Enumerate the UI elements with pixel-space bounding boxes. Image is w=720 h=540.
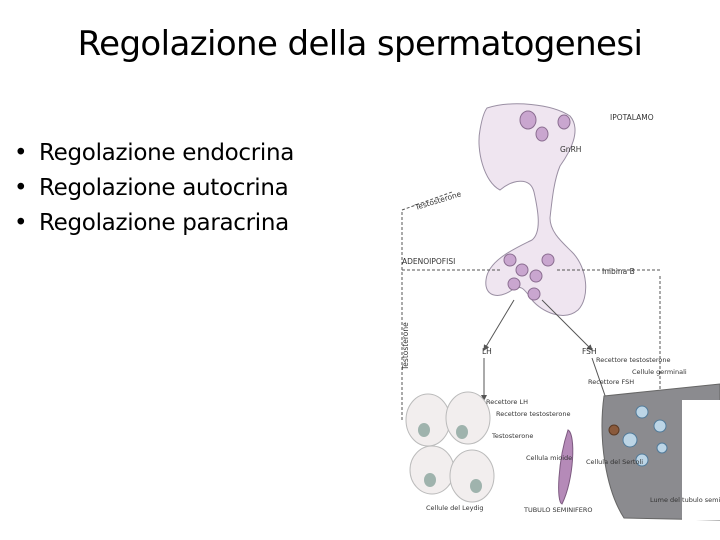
- label-germ-cells: Cellule germinali: [632, 368, 687, 376]
- label-adenohypophysis: ADENOIPOFISI: [402, 257, 455, 266]
- germ-cell: [653, 419, 667, 433]
- bullet-marker: •: [14, 210, 28, 236]
- fsh-arrow: [541, 299, 593, 351]
- neuron-cell: [535, 126, 549, 142]
- myoid-cell: [558, 429, 574, 505]
- bullet-marker: •: [14, 140, 28, 166]
- label-fsh-receptor: Recettore FSH: [588, 378, 634, 386]
- label-fsh: FSH: [582, 347, 597, 356]
- hypothalamus-shape: [478, 103, 587, 316]
- label-lumen: Lume del tubulo seminifero: [650, 496, 720, 504]
- label-inhibin: Inibina B: [602, 267, 635, 276]
- pituitary-cell: [507, 277, 521, 291]
- leydig-nucleus: [424, 473, 436, 487]
- pituitary-cell: [515, 263, 529, 277]
- germ-cell: [656, 442, 668, 454]
- leydig-nucleus: [418, 423, 430, 437]
- label-sertoli-cell: Cellula del Sertoli: [586, 458, 643, 466]
- leydig-nucleus: [470, 479, 482, 493]
- bullet-item: • Regolazione autocrina: [14, 171, 294, 206]
- pituitary-cell: [527, 287, 541, 301]
- germ-cell: [635, 453, 649, 467]
- germ-cell: [635, 405, 649, 419]
- label-gnrh: GnRH: [560, 145, 581, 154]
- spermatogenesis-regulation-diagram: IPOTALAMO GnRH Testosterone ADENOIPOFISI…: [401, 103, 720, 521]
- leydig-cell: [445, 391, 491, 445]
- pituitary-cell: [541, 253, 555, 267]
- label-leydig-cells: Cellule del Leydig: [426, 504, 484, 512]
- pituitary-cell: [529, 269, 543, 283]
- label-testosterone-receptor-mid: Recettore testosterone: [496, 410, 570, 418]
- testosterone-feedback-line: [401, 191, 453, 420]
- sertoli-nucleus: [608, 424, 620, 436]
- lumen: [682, 400, 720, 520]
- label-myoid-cell: Cellula mioide: [526, 454, 572, 462]
- bullet-marker: •: [14, 175, 28, 201]
- bullet-item: • Regolazione paracrina: [14, 206, 294, 241]
- label-testosterone-side: Testosterone: [401, 322, 410, 371]
- lh-arrow: [483, 299, 515, 351]
- leydig-cell: [449, 449, 495, 503]
- label-tubule: TUBULO SEMINIFERO: [523, 506, 593, 514]
- slide-title: Regolazione della spermatogenesi: [77, 24, 643, 64]
- bullet-text-paracrine: Regolazione paracrina: [39, 210, 289, 236]
- leydig-cell: [405, 393, 451, 447]
- leydig-nucleus: [456, 425, 468, 439]
- bullet-item: • Regolazione endocrina: [14, 136, 294, 171]
- bullet-list: • Regolazione endocrina • Regolazione auto…: [14, 136, 294, 241]
- bullet-text-autocrine: Regolazione autocrina: [39, 175, 289, 201]
- label-testosterone-receptor-top: Recettore testosterone: [596, 356, 670, 364]
- label-hypothalamus: IPOTALAMO: [610, 113, 654, 122]
- pituitary-cell: [503, 253, 517, 267]
- leydig-cell: [409, 445, 455, 495]
- label-testosterone-arrow: Testosterone: [491, 432, 533, 440]
- label-testosterone-upper: Testosterone: [413, 189, 463, 212]
- label-lh: LH: [482, 347, 492, 356]
- germ-cell: [622, 432, 638, 448]
- bullet-text-endocrine: Regolazione endocrina: [39, 140, 295, 166]
- label-lh-receptor: Recettore LH: [486, 398, 528, 406]
- neuron-cell: [519, 110, 537, 130]
- neuron-cell: [557, 114, 571, 130]
